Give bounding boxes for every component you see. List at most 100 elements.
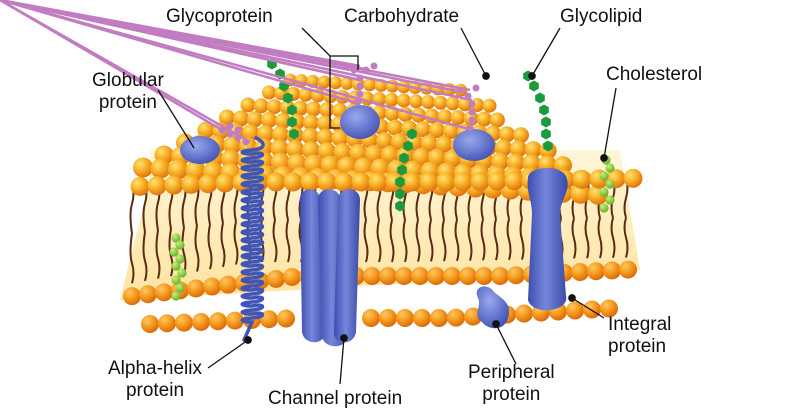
phospholipid-head — [396, 309, 414, 327]
cholesterol-bead — [599, 203, 609, 213]
phospholipid-head — [226, 311, 244, 330]
lipid-tail — [623, 217, 629, 258]
alpha-helix-protein-label: Alpha-helix protein — [108, 358, 202, 402]
sugar-unit — [456, 86, 464, 94]
phospholipid-head — [164, 175, 184, 195]
phospholipid-head — [303, 114, 319, 131]
phospholipid-head — [286, 140, 305, 159]
phospholipid-head — [491, 267, 509, 285]
phospholipid-head — [445, 96, 460, 111]
sugar-unit — [468, 108, 476, 116]
sugar-unit — [397, 164, 407, 176]
sugar-unit — [226, 130, 234, 138]
phospholipid-head — [158, 314, 176, 333]
phospholipid-head — [570, 183, 591, 204]
phospholipid-head — [155, 283, 173, 302]
sugar-unit — [468, 100, 476, 108]
carbohydrate-chains — [0, 0, 553, 212]
phospholipid-head — [571, 263, 589, 281]
phospholipid-head — [515, 304, 533, 323]
phospholipid-head — [363, 267, 381, 285]
phospholipid-head — [409, 94, 423, 109]
phospholipid-head — [300, 172, 320, 192]
cholesterol-leader — [603, 87, 617, 159]
lipid-tail — [181, 227, 187, 275]
sugar-unit — [395, 200, 405, 212]
sugar-unit — [541, 116, 551, 128]
cholesterol-bead — [171, 233, 181, 243]
lipid-tail — [168, 228, 174, 277]
phospholipid-head — [221, 149, 240, 169]
glycoprotein-label: Glycoprotein — [166, 6, 273, 27]
phospholipid-head — [619, 260, 637, 279]
phospholipid-head — [470, 171, 490, 191]
sugar-unit — [218, 126, 226, 134]
phospholipid-head — [262, 85, 276, 100]
phospholipid-head — [396, 93, 411, 108]
lipid-tail — [584, 217, 590, 259]
phospholipid-head — [435, 135, 453, 153]
phospholipid-head — [429, 122, 445, 139]
phospholipid-head — [187, 279, 205, 298]
glycolipid-leader — [531, 27, 561, 77]
alpha-helix-coil — [240, 136, 265, 342]
phospholipid-head — [554, 156, 572, 175]
lipid-tail — [142, 231, 148, 282]
phospholipid-head — [402, 172, 422, 192]
globular-leader — [157, 89, 195, 149]
peripheral-label-line2: protein — [482, 384, 541, 405]
phospholipid-head — [395, 267, 413, 285]
lipid-tail — [363, 219, 369, 263]
lipid-tail — [519, 218, 525, 260]
phospholipid-head — [130, 176, 150, 196]
lipid-tail — [428, 219, 434, 262]
phospholipid-head — [340, 76, 354, 90]
carbohydrate-label: Carbohydrate — [344, 6, 460, 27]
phospholipid-head — [275, 112, 291, 129]
phospholipid-head — [524, 141, 542, 159]
lipid-tail — [506, 218, 512, 261]
phospholipid-head — [572, 169, 592, 189]
phospholipid-head — [198, 174, 218, 194]
cholesterol-bead — [605, 163, 615, 173]
phospholipid-head — [450, 110, 466, 126]
cholesterol-bead — [177, 268, 187, 278]
sugar-unit — [541, 128, 551, 140]
phospholipid-head — [522, 154, 541, 173]
globular-protein-label-line2: protein — [98, 92, 157, 113]
phospholipid-head — [443, 267, 461, 285]
sugar-unit — [370, 62, 378, 70]
phospholipid-head — [487, 171, 507, 191]
phospholipid-head — [420, 134, 438, 152]
sugar-unit — [543, 140, 553, 152]
sugar-unit — [287, 116, 297, 128]
phospholipid-head — [464, 307, 482, 326]
phospholipid-head — [233, 110, 249, 127]
phospholipid-head — [376, 132, 393, 150]
glycoprotein-bracket — [301, 27, 359, 129]
sugar-unit — [289, 128, 299, 140]
sugar-unit — [407, 128, 417, 140]
phospholipid-head — [261, 112, 277, 129]
phospholipid-head — [365, 144, 383, 163]
phospholipid-head — [331, 129, 349, 147]
phospholipid-head — [271, 125, 289, 143]
lipid-tail — [480, 218, 486, 261]
phospholipid-head — [433, 95, 448, 110]
phospholipid-head — [215, 173, 235, 193]
phospholipid-head — [334, 172, 354, 192]
lipid-tail — [129, 233, 135, 284]
phospholipid-head — [298, 87, 313, 102]
phospholipid-head — [209, 312, 227, 331]
phospholipid-head — [147, 176, 167, 196]
phospholipid-head — [504, 171, 524, 191]
phospholipid-head — [257, 125, 274, 143]
phospholipid-head — [413, 309, 431, 327]
lipid-tail — [610, 217, 616, 259]
phospholipid-head — [181, 174, 201, 194]
lipid-tail — [376, 219, 382, 263]
phospholipid-head — [384, 92, 399, 107]
alpha-helix-leader — [207, 339, 249, 369]
lipid-tail — [220, 222, 226, 268]
